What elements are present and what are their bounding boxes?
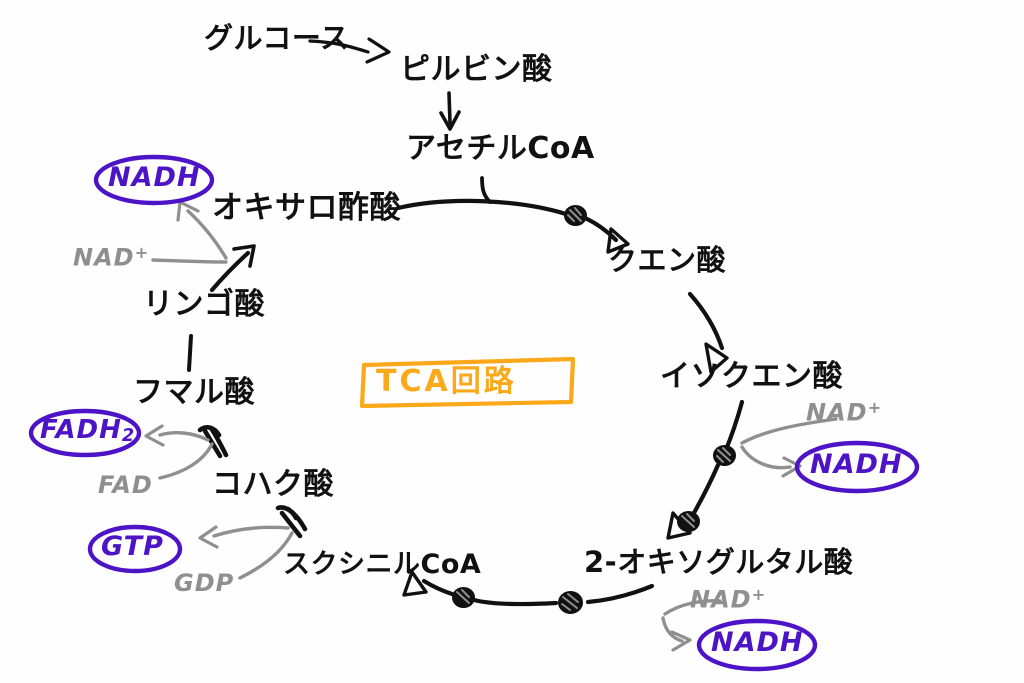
title-box [359, 356, 576, 409]
arrow-pyruvate-to-acetylcoa [439, 91, 461, 131]
arc-oxaloacetate-to-citrate [395, 198, 630, 254]
label-gdp: GDP [174, 569, 235, 597]
label-succinyl-coa: スクシニルCoA [283, 549, 482, 580]
arc-fumarate-to-malate [187, 334, 193, 372]
fadh-subscript: 2 [121, 426, 136, 447]
label-glucose: グルコース [204, 21, 350, 55]
label-nad-plus-malate: NAD+ [73, 243, 150, 272]
ellipse-nadh-oxoglutarate [696, 618, 818, 672]
label-gtp: GTP [101, 531, 164, 562]
label-fadh2: FADH2 [40, 417, 135, 446]
cofactor-curve-isocitrate [740, 417, 838, 478]
label-nadh-oxoglutarate: NADH [711, 627, 804, 658]
label-nad-plus-oxoglutarate: NAD+ [690, 585, 767, 614]
label-succinate: コハク酸 [212, 467, 334, 502]
label-acetyl-coa: アセチルCoA [406, 131, 595, 166]
arc-isocitrate-to-oxoglutarate [666, 399, 745, 540]
nad-text: NAD [73, 243, 135, 272]
ellipse-nadh-isocitrate [794, 440, 920, 494]
ellipse-gtp [87, 524, 183, 574]
cofactor-curve-fad [144, 424, 214, 480]
cofactor-curve-oxoglutarate [661, 599, 722, 652]
arc-malate-to-oxaloacetate [209, 244, 256, 293]
nad-text: NAD [806, 398, 868, 427]
label-oxoglutarate: 2-オキソグルタル酸 [584, 545, 854, 579]
ellipse-nadh-malate [93, 154, 215, 206]
label-isocitrate: イソクエン酸 [660, 359, 843, 394]
arc-succinate-to-fumarate [197, 424, 229, 459]
arc-succinylcoa-to-succinate [275, 505, 308, 539]
arc-citrate-to-isocitrate [687, 291, 729, 374]
label-citrate: クエン酸 [608, 243, 727, 277]
nad-text: NAD [690, 585, 752, 614]
label-nad-plus-isocitrate: NAD+ [806, 398, 883, 427]
nad-charge: + [867, 398, 883, 417]
arrow-glucose-to-pyruvate [308, 37, 391, 64]
label-nadh-isocitrate: NADH [810, 449, 903, 480]
acetylcoa-stem [480, 176, 492, 204]
label-malate: リンゴ酸 [143, 287, 265, 322]
label-fumarate: フマル酸 [133, 375, 255, 410]
fadh-text: FADH [40, 415, 122, 445]
label-nadh-malate: NADH [108, 162, 201, 193]
arc-oxoglutarate-to-succinylcoa [402, 570, 655, 614]
nad-charge: + [134, 243, 150, 262]
cofactor-curve-gdp [198, 525, 294, 580]
label-oxaloacetate: オキサロ酢酸 [212, 190, 401, 226]
label-fad: FAD [98, 471, 153, 499]
label-tca-cycle-title: TCA回路 [376, 364, 517, 399]
nad-charge: + [751, 585, 767, 604]
label-pyruvate: ピルビン酸 [400, 52, 553, 87]
ellipse-fadh2 [28, 408, 142, 458]
